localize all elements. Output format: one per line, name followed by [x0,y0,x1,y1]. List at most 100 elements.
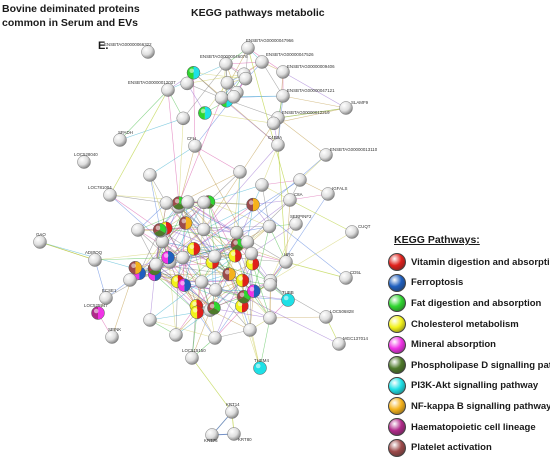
protein-node [294,174,307,187]
node-circle [189,140,202,153]
node-highlight [156,226,161,231]
node-circle [256,56,269,69]
node-label: ENSBTAG00000047526 [266,52,314,57]
network-edge [270,317,326,318]
node-label: ENSBTAG00000066322 [104,42,152,47]
node-circle [181,196,194,209]
network-nodes [34,42,359,442]
node-label: ENSBTAG00000046076 [200,54,248,59]
node-circle [346,226,359,239]
node-circle [294,174,307,187]
node-circle [241,236,254,249]
node-highlight [164,253,169,258]
protein-node [209,283,222,296]
node-label: ECSE1 [102,288,117,293]
protein-node [282,294,295,307]
protein-node [256,56,269,69]
protein-node [34,236,47,249]
node-circle [34,236,47,249]
node-label: ADIPOQ [85,250,103,255]
legend-item-ferroptosis: Ferroptosis [388,273,548,294]
protein-node [176,251,189,264]
protein-node [241,236,254,249]
protein-node [187,66,200,79]
node-circle [264,312,277,325]
node-circle [114,134,127,147]
network-edge [286,262,346,278]
node-pathway-slice [98,307,105,320]
legend-item-mineral: Mineral absorption [388,334,548,355]
legend-item-nfkb: NF-kappa B signalling pathway [388,396,548,417]
node-circle [239,72,252,85]
protein-node [280,256,293,269]
node-circle [208,250,221,263]
node-label: LOC781004 [88,185,112,190]
node-circle [290,218,303,231]
protein-node [104,189,117,202]
node-circle [186,352,199,365]
olive-circle-icon [388,356,406,374]
node-pathway-slice [205,106,212,119]
node-label: ENSBTAG00000013110 [330,147,378,152]
node-label: C4BPA [268,135,282,140]
protein-node [230,226,243,239]
node-highlight [94,309,99,314]
node-circle [264,278,277,291]
protein-node [254,362,267,375]
node-label: ENSBTAG00000012219 [282,110,330,115]
node-highlight [175,199,180,204]
node-circle [220,58,233,71]
node-label: C8A [294,192,303,197]
protein-node [264,278,277,291]
node-highlight [284,296,289,301]
node-circle [177,112,190,125]
node-label: ENSBTAG00000047966 [246,38,294,43]
node-highlight [210,304,215,309]
node-highlight [240,293,245,298]
node-highlight [182,219,187,224]
node-circle [256,179,269,192]
node-label: KRT14 [226,402,240,407]
node-circle [267,117,280,130]
node-circle [195,276,208,289]
protein-node [162,84,175,97]
node-circle [242,42,255,55]
brown-circle-icon [388,439,406,457]
protein-node [236,274,249,287]
blue-circle-icon [388,274,406,292]
protein-node [132,224,145,237]
green-circle-icon [388,294,406,312]
network-edge [179,118,183,203]
node-circle [170,329,183,342]
node-circle [215,91,228,104]
network-edges [40,48,352,435]
node-highlight [190,244,195,249]
node-label: CUQT [358,224,371,229]
node-label: LOC506828 [330,309,354,314]
cyan-circle-icon [388,377,406,395]
node-circle [280,256,293,269]
node-circle [150,258,163,271]
node-circle [221,76,234,89]
node-highlight [174,277,179,282]
yellow-circle-icon [388,315,406,333]
protein-node [92,307,105,320]
node-circle [263,220,276,233]
protein-node [144,314,157,327]
protein-node [106,331,119,344]
protein-node [189,140,202,153]
protein-node [181,196,194,209]
legend-item-vitamin: Vitamin digestion and absorption [388,252,548,273]
node-circle [227,90,240,103]
purple-circle-icon [388,418,406,436]
node-label: SERPINF2 [290,214,312,219]
protein-node [114,134,127,147]
node-circle [124,274,137,287]
node-highlight [250,287,255,292]
red-circle-icon [388,253,406,271]
protein-node [198,106,211,119]
protein-node [272,139,285,152]
node-label: ENSBTAG00000009406 [287,64,335,69]
protein-node [263,220,276,233]
network-edge [150,274,155,320]
